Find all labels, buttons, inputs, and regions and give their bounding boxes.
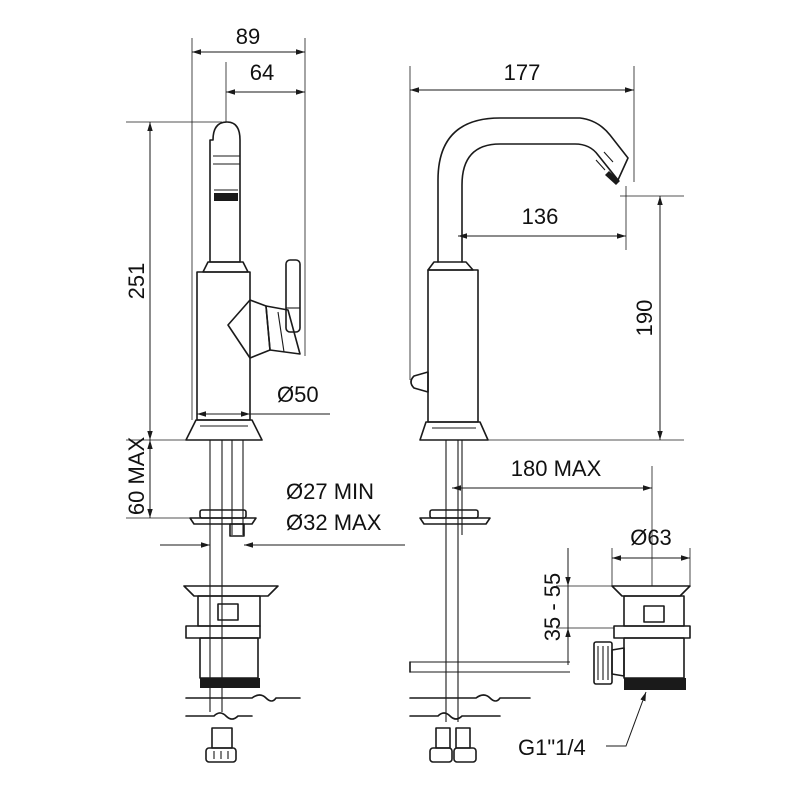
dim-136: 136 — [458, 186, 627, 250]
front-waste-thread — [624, 678, 686, 690]
side-waste-thread — [200, 678, 260, 688]
side-hose-fitting — [205, 727, 237, 763]
dim-hole-max-label: Ø32 MAX — [286, 510, 382, 535]
dim-190: 190 — [488, 195, 684, 441]
dim-180-max-label: 180 MAX — [511, 456, 602, 481]
side-spout — [209, 121, 241, 263]
dim-o50-label: Ø50 — [277, 382, 319, 407]
dim-180-max: 180 MAX — [452, 456, 653, 586]
callout-thread: G1"1/4 — [518, 691, 647, 760]
front-hose-fitting — [429, 727, 477, 763]
thread-label: G1"1/4 — [518, 735, 586, 760]
dim-64: 64 — [225, 60, 305, 122]
side-view: 89 64 251 60 MAX Ø50 — [124, 24, 405, 763]
dim-35-55-label: 35 - 55 — [540, 573, 565, 642]
dim-177-label: 177 — [504, 60, 541, 85]
front-body — [410, 261, 489, 441]
side-body — [185, 261, 263, 441]
dim-60-max-label: 60 MAX — [124, 437, 149, 516]
dim-hole-min-label: Ø27 MIN — [286, 479, 374, 504]
front-spout — [437, 117, 629, 263]
dim-o63: Ø63 — [611, 525, 691, 586]
side-lever — [227, 259, 301, 359]
side-waste — [183, 585, 301, 720]
dim-89: 89 — [191, 24, 306, 420]
dim-64-label: 64 — [250, 60, 274, 85]
dim-251-label: 251 — [124, 263, 149, 300]
dim-60-max: 60 MAX — [124, 437, 200, 519]
dim-hole: Ø27 MIN Ø32 MAX — [160, 479, 405, 548]
front-waste — [593, 585, 691, 690]
dim-177: 177 — [409, 60, 635, 380]
dim-o50: Ø50 — [197, 382, 330, 417]
front-view: 177 136 190 180 MAX Ø63 — [409, 60, 691, 763]
dim-o63-label: Ø63 — [630, 525, 672, 550]
dim-136-label: 136 — [522, 204, 559, 229]
side-supply — [189, 440, 257, 712]
dim-251: 251 — [124, 121, 262, 441]
dim-190-label: 190 — [632, 300, 657, 337]
dim-89-label: 89 — [236, 24, 260, 49]
dim-35-55: 35 - 55 — [540, 548, 614, 665]
